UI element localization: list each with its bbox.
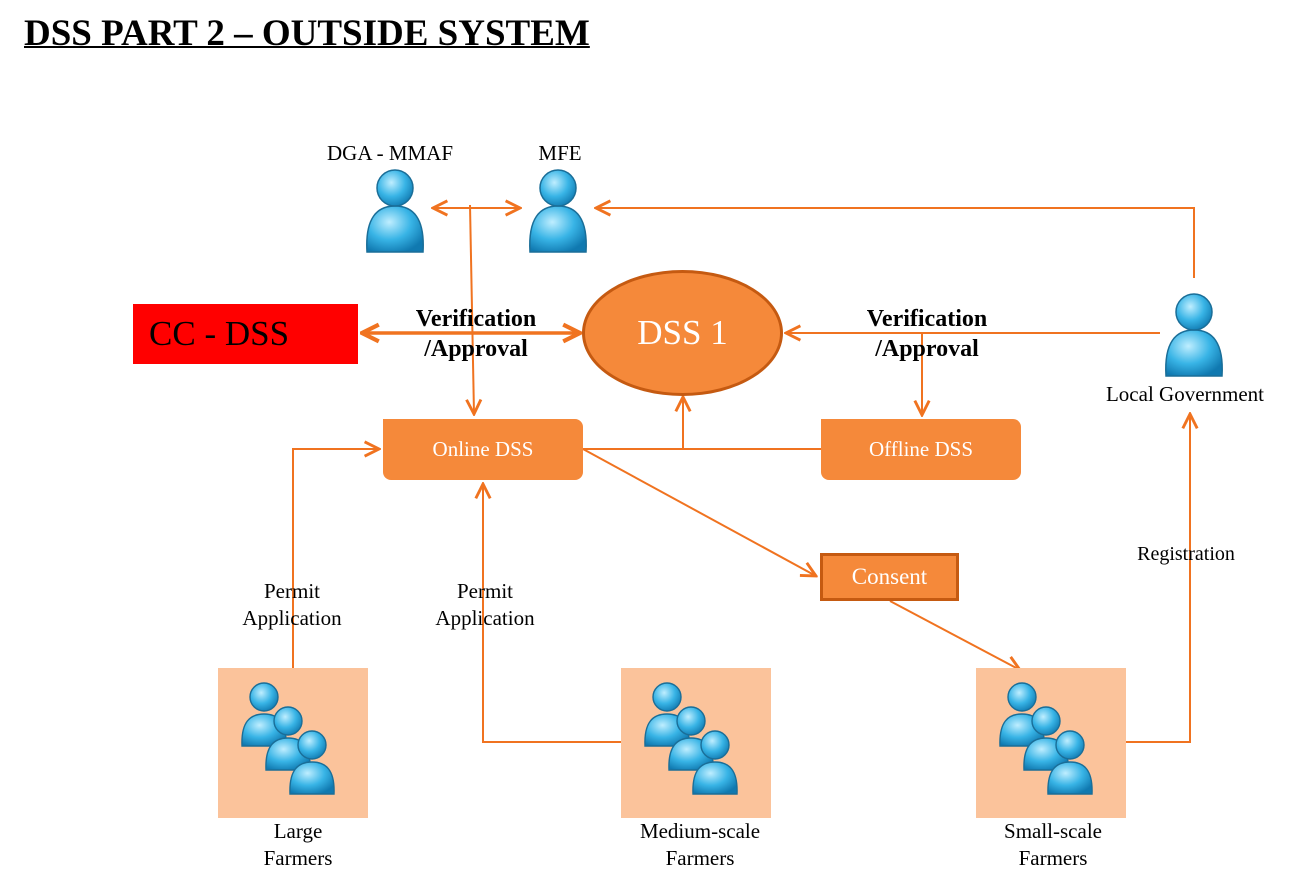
permit-medium-line2: Application <box>435 606 535 630</box>
mfe-person-icon <box>529 169 587 253</box>
regulator-online-arrow <box>470 204 474 414</box>
small-localgov-arrow <box>1126 414 1190 743</box>
large-online-arrow <box>292 449 379 668</box>
dga-person-icon <box>366 169 424 253</box>
cc-dss-box: CC - DSS <box>133 304 358 364</box>
large-farmers-line2: Farmers <box>263 846 333 870</box>
large-farmers-group-icon <box>241 682 335 795</box>
page-title: DSS PART 2 – OUTSIDE SYSTEM <box>24 13 590 54</box>
medium-online-arrow <box>483 484 621 743</box>
localgov-mfe-arrow <box>596 208 1195 278</box>
registration-label: Registration <box>1137 543 1235 565</box>
local-government-person-icon <box>1165 293 1223 377</box>
medium-farmers-line1: Medium-scale <box>639 819 761 843</box>
permit-large-label: Permit Application <box>212 578 372 632</box>
verification-right-line1: Verification <box>866 306 988 332</box>
verification-left-label: Verification /Approval <box>391 304 561 364</box>
small-farmers-group-icon <box>999 682 1093 795</box>
permit-large-line1: Permit <box>264 579 320 603</box>
dga-label: DGA - MMAF <box>326 141 454 165</box>
verification-left-line1: Verification <box>415 306 537 332</box>
verification-right-label: Verification /Approval <box>842 304 1012 364</box>
medium-farmers-line2: Farmers <box>665 846 735 870</box>
medium-farmers-label: Medium-scale Farmers <box>610 818 790 872</box>
permit-medium-label: Permit Application <box>405 578 565 632</box>
verification-left-line2: /Approval <box>424 336 528 362</box>
small-farmers-line1: Small-scale <box>1004 819 1102 843</box>
large-farmers-label: Large Farmers <box>218 818 378 872</box>
dss1-node: DSS 1 <box>582 270 783 396</box>
small-farmers-line2: Farmers <box>1018 846 1088 870</box>
online-consent-arrow <box>582 448 816 576</box>
permit-large-line2: Application <box>242 606 342 630</box>
consent-small-arrow <box>889 600 1020 670</box>
small-farmers-label: Small-scale Farmers <box>963 818 1143 872</box>
verification-right-line2: /Approval <box>875 336 979 362</box>
online-dss-box: Online DSS <box>383 419 583 480</box>
medium-farmers-group-icon <box>644 682 738 795</box>
offline-dss-box: Offline DSS <box>821 419 1021 480</box>
mfe-label: MFE <box>538 141 582 165</box>
consent-box: Consent <box>820 553 959 601</box>
local-government-label: Local Government <box>1105 382 1265 406</box>
large-farmers-line1: Large <box>273 819 323 843</box>
permit-medium-line1: Permit <box>457 579 513 603</box>
